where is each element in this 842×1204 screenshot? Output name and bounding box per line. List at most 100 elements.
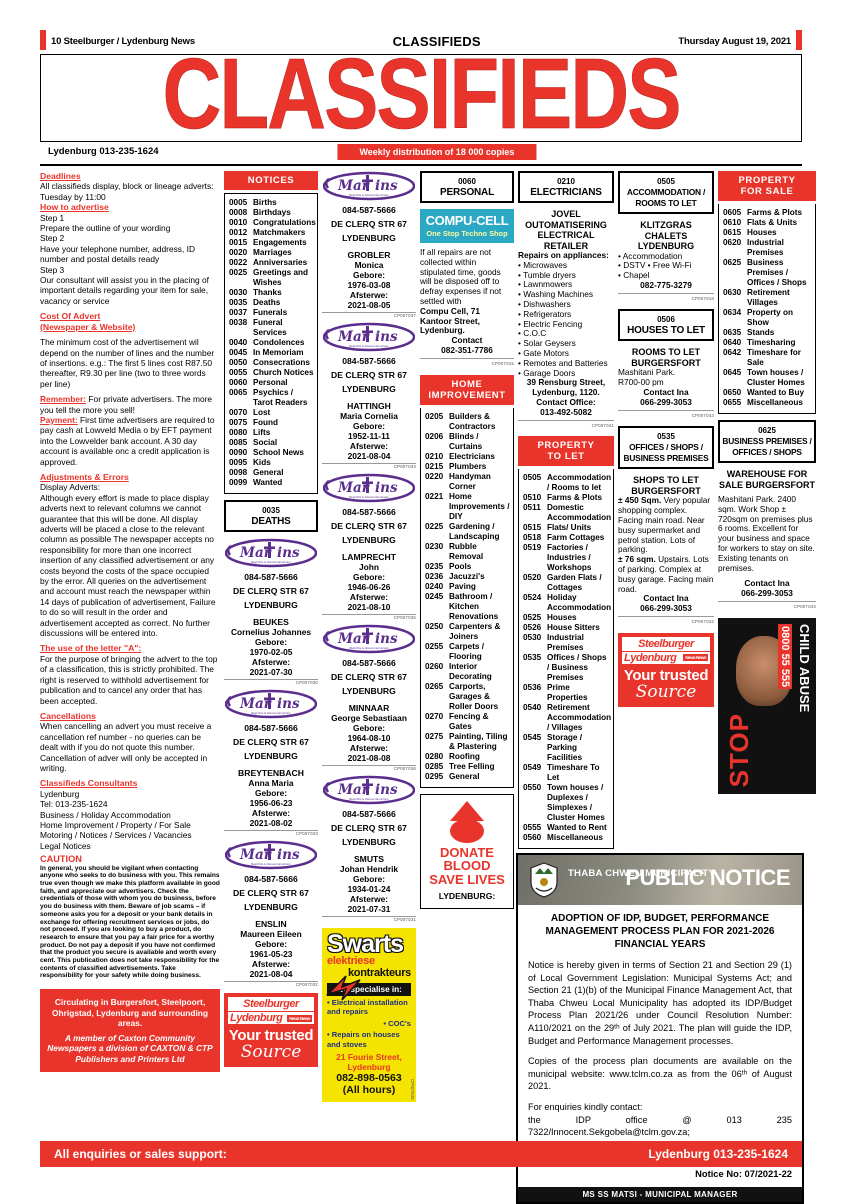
steelburger-trusted-ad[interactable]: Steelburger Lydenburg News News Your tru…	[618, 632, 714, 707]
steelburger-trusted-ad[interactable]: Steelburger Lydenburg News News Your tru…	[224, 993, 318, 1067]
section-code: 0505	[657, 177, 675, 186]
cat-label: Greetings and Wishes	[253, 268, 309, 287]
cat-code: 0524	[523, 593, 542, 603]
municipal-website-link[interactable]: www.tclm.co.za	[609, 1068, 673, 1079]
born-label: Gebore:	[254, 939, 288, 949]
swarts-electrical-ad[interactable]: Swarts elektriese kontrakteurs We specia…	[322, 928, 416, 1103]
child-abuse-ad[interactable]: STOP CHILD ABUSE 0800 55 555	[718, 617, 816, 794]
cat-label: Houses	[747, 228, 777, 237]
compucell-banner[interactable]: COMPU-CELL One Stop Techno Shop	[420, 209, 514, 243]
cat-label: Storage / Parking Facilities	[547, 733, 583, 763]
ad-reference: CP007033	[224, 830, 318, 836]
cat-label: Church Notices	[253, 368, 314, 377]
martins-logo: Mar ins Begrafnis & Diensondernemers	[224, 689, 318, 719]
section-name: OFFICES / SHOPS / BUSINESS PREMISES	[623, 442, 709, 464]
lightning-bolt-icon	[325, 974, 366, 1002]
deceased-surname: MINNAAR	[348, 703, 390, 713]
blood-donation-ad[interactable]: DONATE BLOOD SAVE LIVES LYDENBURG:	[420, 793, 514, 910]
idp-email-link[interactable]: Innocent.Sekgobela@tclm.gov.za	[551, 1127, 688, 1138]
cat-label: Industrial Premises	[547, 633, 584, 653]
